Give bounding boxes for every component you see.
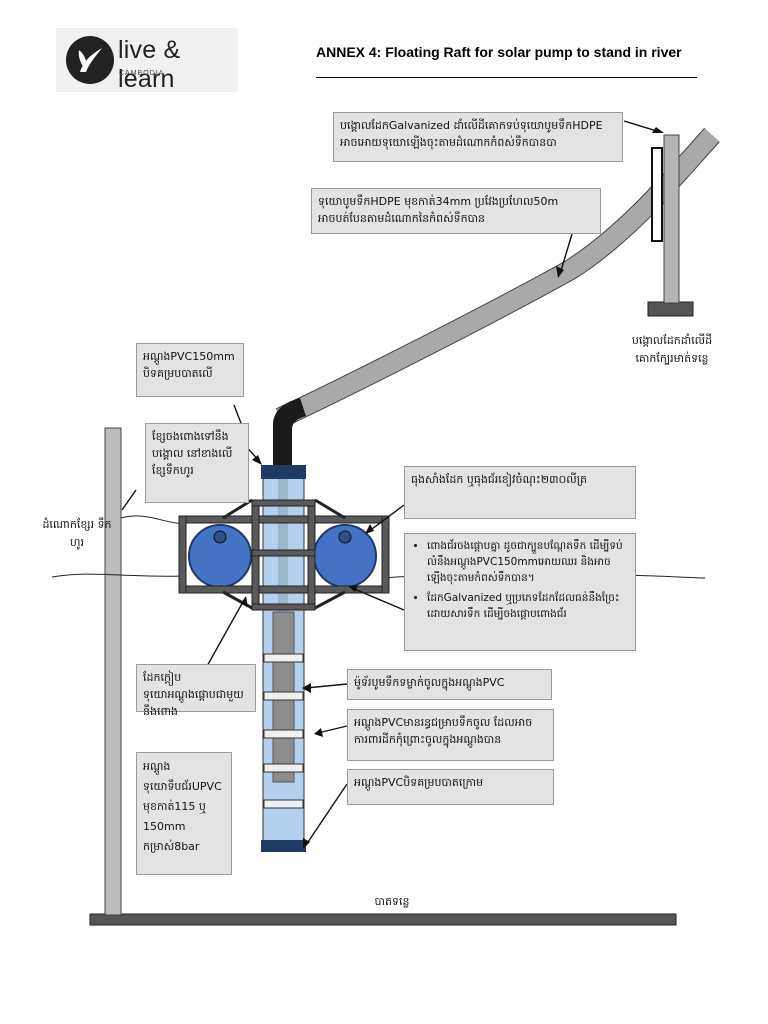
note-holes: អណ្តូងPVCមានរន្ធជម្រាបទឹកចូល ដែលអាចការពា… — [347, 709, 554, 761]
left-post — [104, 427, 122, 916]
logo: live & learn CAMBODIA — [56, 28, 238, 93]
logo-text: live & learn — [118, 36, 181, 93]
note-frame: ធុងសាំងដែក ឬធុងជ័រខៀវចំណុះ២៣០លីត្រ — [404, 466, 636, 519]
note-rope: ខ្សែចងពោងទៅនឹងបង្គោល នៅខាងលើខ្សែទឹកហូរ — [145, 423, 249, 503]
land-post — [663, 134, 680, 304]
note-pvc-cap-bottom: អណ្តូងPVCបិទគម្របបាតក្រោម — [347, 769, 554, 805]
pump-band — [263, 799, 304, 809]
water-surface-line — [51, 573, 183, 578]
pump-band — [263, 691, 304, 701]
casing-inner — [278, 478, 288, 618]
label-riverbed: បាតទន្លេ — [374, 895, 410, 908]
frame-diagonal — [314, 498, 346, 520]
label-water-level: ដំណោកខ្សែរ ទឹកហូរ — [42, 518, 112, 549]
page-title: ANNEX 4: Floating Raft for solar pump to… — [316, 44, 682, 60]
label-land-post: បង្គោលដែកដាំលើដី គោកក្បែរមាត់ទន្លេ — [631, 334, 713, 365]
pump-band — [263, 729, 304, 739]
note-float-bullets: ពោងជ័រចងផ្តោបគ្នា ដូចជាក្បួនបណ្តែតទឹក ដើ… — [404, 533, 636, 651]
leader-lines — [121, 120, 661, 846]
leaf-logo-icon — [66, 36, 114, 84]
logo-subtitle: CAMBODIA — [119, 70, 165, 77]
note-clamp: ដែកក្ដៀបទុយោអណ្តូងផ្តោបជាមួយនឹងពោង — [136, 664, 256, 718]
bullet-galvanized: ដែកGalvanized ឬប្រភេទដែកដែលធន់នឹងច្រែះដោ… — [427, 590, 629, 622]
land-post-base — [647, 301, 694, 317]
steel-frame — [178, 499, 390, 611]
bullet-floats: ពោងជ័រចងផ្តោបគ្នា ដូចជាក្បួនបណ្តែតទឹក ដើ… — [427, 538, 629, 586]
float-left-cap — [213, 530, 227, 544]
float-right-cap — [338, 530, 352, 544]
note-pump: ម៉ូទ័របូមទឹកទម្លាក់ចូលក្នុងអណ្តូងPVC — [347, 669, 552, 700]
pump-band — [263, 653, 304, 663]
note-casing: អណ្តូងទុយោទឹបជ័រUPVC មុខកាត់115 ឬ 150mm … — [136, 752, 232, 875]
frame-diagonal — [314, 590, 346, 610]
pipe-holder — [651, 147, 663, 242]
pump-band — [263, 763, 304, 773]
title-underline — [316, 77, 697, 78]
riverbed-bar — [89, 913, 677, 926]
arrowheads — [241, 127, 664, 849]
note-pvc-cap-top: អណ្តូងPVC150mm បិទគម្របបាតលើ — [136, 343, 244, 397]
note-hdpe-pipe: ទុយោបូមទឹកHDPE មុខកាត់34mm ប្រវែងប្រហែល5… — [311, 188, 601, 234]
pipe-elbow — [273, 398, 306, 468]
note-galvanized-post: បង្គោលដែកGalvanized ដាំលើដីគោកទប់ទុយោបូម… — [333, 112, 623, 162]
top-cap — [261, 465, 306, 479]
bottom-cap — [261, 840, 306, 852]
frame-diagonal — [222, 498, 253, 520]
hdpe-pipe — [275, 127, 720, 428]
